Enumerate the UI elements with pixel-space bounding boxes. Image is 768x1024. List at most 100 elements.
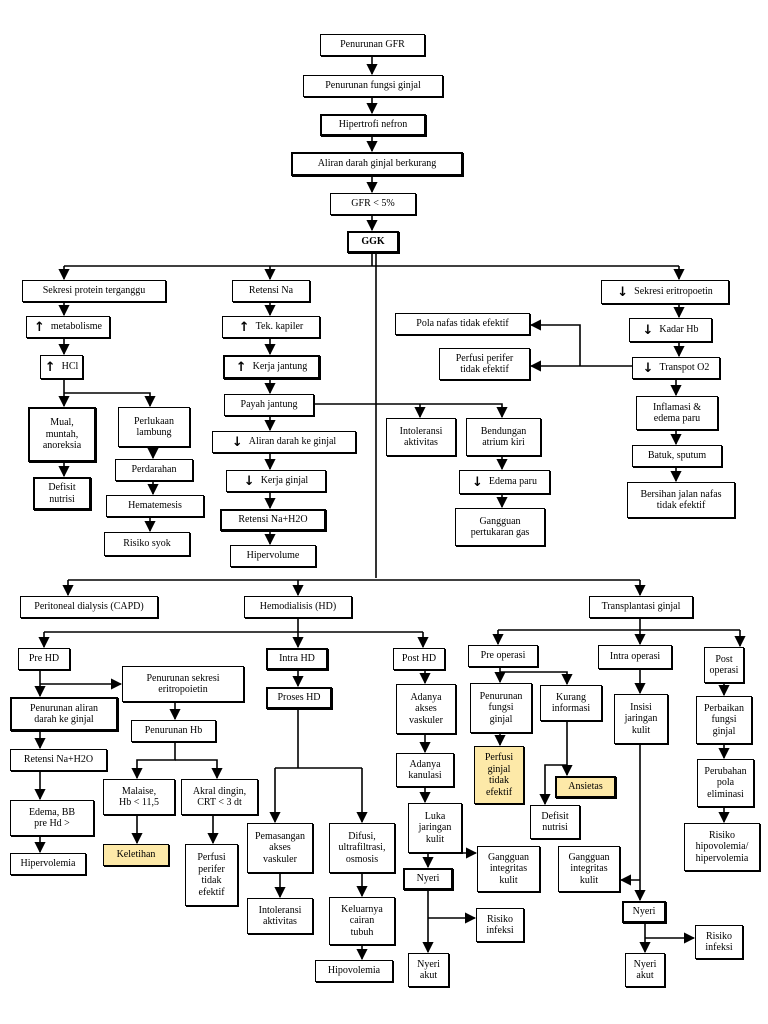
node-pre-hd: Pre HD [18, 648, 70, 670]
node-pola-nafas: Pola nafas tidak efektif [395, 313, 530, 335]
node-risiko-infeksi-1: Risiko infeksi [476, 908, 524, 942]
node-nyeri-akut-1: Nyeri akut [408, 953, 449, 987]
node-metabolisme: ↑metabolisme [26, 316, 110, 338]
node-kurang-informasi: Kurang informasi [540, 685, 602, 721]
node-perlukaan-lambung: Perlukaan lambung [118, 407, 190, 447]
node-gangguan-integritas-1: Gangguan integritas kulit [477, 846, 540, 892]
up-arrow-icon: ↑ [235, 359, 247, 375]
node-pre-operasi: Pre operasi [468, 645, 538, 667]
arrow-connector [64, 392, 156, 408]
node-risiko-hipovolemia: Risiko hipovolemia/ hipervolemia [684, 823, 760, 871]
down-arrow-icon: ↓ [472, 474, 483, 490]
node-aliran-darah-ginjal-berkurang: Aliran darah ginjal berkurang [291, 152, 463, 176]
node-adanya-akses-vaskuler: Adanya akses vaskuler [396, 684, 456, 734]
node-defisit-nutrisi-2: Defisit nutrisi [530, 805, 580, 839]
down-arrow-icon: ↓ [642, 322, 654, 338]
node-defisit-nutrisi-1: Defisit nutrisi [33, 477, 91, 510]
node-hcl: ↑ HCl [40, 355, 83, 379]
node-sekresi-protein: Sekresi protein terganggu [22, 280, 166, 302]
down-arrow-icon: ↓ [231, 434, 243, 450]
node-keletihan: Keletihan [103, 844, 169, 866]
node-hipertrofi-nefron: Hipertrofi nefron [320, 114, 426, 136]
node-intoleransi-aktivitas-1: Intoleransi aktivitas [386, 418, 456, 456]
node-pemasangan-akses: Pemasangan akses vaskuler [247, 823, 313, 873]
node-penurunan-sekresi-eritropoietin: Penurunan sekresi eritropoietin [122, 666, 244, 702]
node-hemodialisis: Hemodialisis (HD) [244, 596, 352, 618]
node-kadar-hb: ↓Kadar Hb [629, 318, 712, 342]
node-gangguan-pertukaran-gas: Gangguan pertukaran gas [455, 508, 545, 546]
node-penurunan-aliran-darah: Penurunan aliran darah ke ginjal [10, 697, 118, 731]
node-edema-paru: ↓ Edema paru [459, 470, 550, 494]
node-nyeri-2: Nyeri [622, 901, 666, 923]
node-edema-paru-label: Edema paru [488, 476, 537, 488]
node-hcl-label: HCl [61, 361, 79, 373]
node-aliran-darah-ke-ginjal: ↓ Aliran darah ke ginjal [212, 431, 356, 453]
node-tek-kapiler-label: Tek. kapiler [255, 321, 304, 333]
node-edema-bb: Edema, BB pre Hd > [10, 800, 94, 836]
node-perfusi-perifer-2: Perfusi perifer tidak efektif [185, 844, 238, 906]
node-batuk: Batuk, sputum [632, 445, 722, 467]
node-ansietas: Ansietas [555, 776, 616, 798]
node-gfr-5: GFR < 5% [330, 193, 416, 215]
node-nyeri-akut-2: Nyeri akut [625, 953, 665, 987]
node-retensi-na-h2o-2: Retensi Na+H2O [10, 749, 107, 771]
node-ggk: GGK [347, 231, 399, 253]
node-post-hd: Post HD [393, 648, 445, 670]
node-insisi-jaringan-kulit: Insisi jaringan kulit [614, 694, 668, 744]
node-difusi: Difusi, ultrafiltrasi, osmosis [329, 823, 395, 873]
node-metabolisme-label: metabolisme [50, 321, 102, 333]
node-adanya-kanulasi: Adanya kanulasi [396, 753, 454, 787]
arrow-connector [529, 319, 581, 366]
node-aliran-darah-ke-ginjal-label: Aliran darah ke ginjal [248, 436, 337, 448]
up-arrow-icon: ↑ [238, 319, 250, 335]
node-perubahan-pola-eliminasi: Perubahan pola eliminasi [697, 759, 754, 807]
node-bendungan-atrium: Bendungan atrium kiri [466, 418, 541, 456]
node-risiko-infeksi-2: Risiko infeksi [695, 925, 743, 959]
node-perbaikan-fungsi-ginjal: Perbaikan fungsi ginjal [696, 696, 752, 744]
node-perfusi-perifer-1: Perfusi perifer tidak efektif [439, 348, 530, 380]
node-sekresi-eritropoetin: ↓Sekresi eritropoetin [601, 280, 729, 304]
arrow-connector [314, 403, 508, 419]
arrow-connector [131, 742, 176, 780]
up-arrow-icon: ↑ [44, 359, 56, 375]
node-transpot-o2-label: Transpot O2 [659, 362, 710, 374]
node-nyeri-1: Nyeri [403, 868, 453, 890]
node-penurunan-gfr: Penurunan GFR [320, 34, 425, 56]
node-hipervolume: Hipervolume [230, 545, 316, 567]
node-intra-operasi: Intra operasi [598, 645, 672, 669]
node-hematemesis: Hematemesis [106, 495, 204, 517]
node-tek-kapiler: ↑ Tek. kapiler [222, 316, 320, 338]
node-malaise: Malaise, Hb < 11,5 [103, 779, 175, 815]
node-akral-dingin: Akral dingin, CRT < 3 dt [181, 779, 258, 815]
arrow-connector [175, 759, 223, 780]
node-penurunan-fungsi-ginjal-2: Penurunan fungsi ginjal [470, 683, 532, 733]
down-arrow-icon: ↓ [617, 284, 629, 300]
node-hipervolemia-1: Hipervolemia [10, 853, 86, 875]
down-arrow-icon: ↓ [243, 473, 255, 489]
node-mual: Mual, muntah, anoreksia [28, 407, 96, 462]
node-post-operasi: Post operasi [704, 647, 744, 683]
node-kerja-jantung-label: Kerja jantung [252, 361, 308, 373]
node-transpot-o2: ↓ Transpot O2 [632, 357, 720, 379]
node-penurunan-fungsi-ginjal: Penurunan fungsi ginjal [303, 75, 443, 97]
node-retensi-na: Retensi Na [232, 280, 310, 302]
node-risiko-syok: Risiko syok [104, 532, 190, 556]
node-inflamasi: Inflamasi & edema paru [636, 396, 718, 430]
node-keluarnya-cairan: Keluarnya cairan tubuh [329, 897, 395, 945]
node-retensi-na-h2o-1: Retensi Na+H2O [220, 509, 326, 531]
node-kerja-jantung: ↑ Kerja jantung [223, 355, 320, 379]
node-gangguan-integritas-2: Gangguan integritas kulit [558, 846, 620, 892]
node-hipovolemia: Hipovolemia [315, 960, 393, 982]
node-transplantasi: Transplantasi ginjal [589, 596, 693, 618]
node-luka-jaringan-kulit: Luka jaringan kulit [408, 803, 462, 853]
node-perdarahan: Perdarahan [115, 459, 193, 481]
node-payah-jantung: Payah jantung [224, 394, 314, 416]
node-bersihan-jalan-nafas: Bersihan jalan nafas tidak efektif [627, 482, 735, 518]
node-intoleransi-aktivitas-2: Intoleransi aktivitas [247, 898, 313, 934]
node-peritoneal: Peritoneal dialysis (CAPD) [20, 596, 158, 618]
node-proses-hd: Proses HD [266, 687, 332, 709]
node-intra-hd: Intra HD [266, 648, 328, 670]
down-arrow-icon: ↓ [642, 360, 654, 376]
node-kerja-ginjal: ↓Kerja ginjal [226, 470, 326, 492]
